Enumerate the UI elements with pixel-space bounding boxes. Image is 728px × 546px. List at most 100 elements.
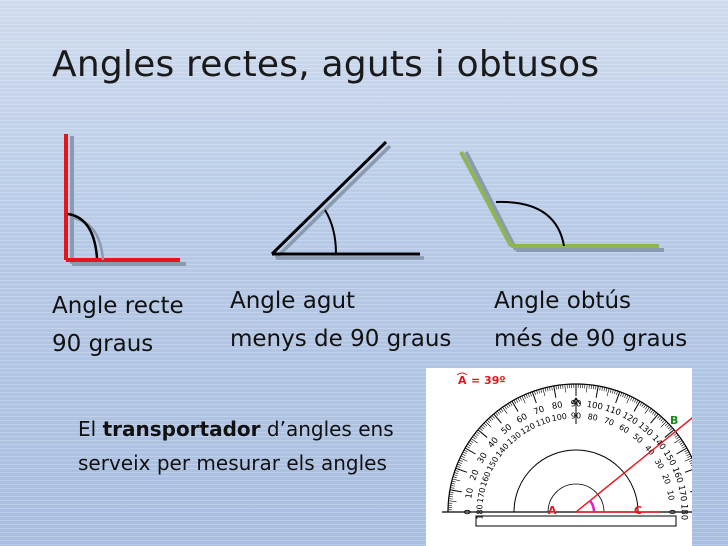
- protractor-tick: [521, 395, 526, 404]
- protractor-tick: [690, 464, 692, 466]
- measure-hat: [456, 372, 468, 376]
- protractor-tick: [635, 399, 639, 404]
- protractor-tick: [555, 385, 557, 390]
- protractor-tick: [469, 440, 474, 443]
- protractor-tick: [450, 485, 455, 487]
- protractor-tick: [507, 403, 511, 408]
- protractor-tick: [502, 406, 508, 414]
- protractor-tick: [549, 386, 551, 391]
- protractor-tick: [456, 465, 461, 468]
- protractor-tick: [633, 400, 641, 412]
- protractor-outer-label: 10: [464, 487, 476, 499]
- protractor-note: El transportador d’angles ens serveix pe…: [78, 412, 408, 480]
- acute-angle-name: Angle agut: [230, 288, 356, 314]
- protractor-tick: [652, 410, 656, 415]
- protractor-inner-label: 80: [587, 412, 599, 423]
- protractor-center-arrow: [571, 397, 581, 405]
- protractor-inner-label: 30: [653, 457, 666, 470]
- protractor-tick: [491, 415, 495, 419]
- protractor-tick: [454, 472, 459, 474]
- protractor-tick: [536, 390, 538, 395]
- protractor-tick: [544, 387, 547, 392]
- acute-angle-caption: Angle agut menys de 90 graus: [230, 282, 451, 358]
- protractor-tick: [490, 416, 494, 421]
- obtuse-angle-figure: [459, 151, 664, 252]
- protractor-tick: [506, 404, 509, 409]
- protractor-inner-label: 70: [603, 416, 616, 428]
- protractor-tick: [452, 476, 457, 479]
- protractor-tick: [667, 426, 672, 430]
- protractor-tick: [452, 478, 461, 482]
- ray-ab: [575, 417, 692, 513]
- obtuse-angle-desc: més de 90 graus: [494, 326, 688, 352]
- measure-value: = 39º: [471, 374, 506, 387]
- protractor-tick: [461, 453, 466, 456]
- protractor-tick: [458, 459, 463, 462]
- point-a-label: A: [548, 504, 557, 517]
- protractor-tick: [660, 418, 664, 422]
- protractor-tick: [472, 436, 476, 440]
- protractor-tick: [611, 389, 614, 394]
- protractor-tick: [454, 470, 459, 472]
- protractor-tick: [657, 415, 661, 419]
- protractor-tick: [542, 388, 546, 397]
- protractor-tick: [527, 393, 530, 398]
- protractor-tick: [523, 394, 526, 399]
- protractor-tick: [529, 392, 532, 397]
- protractor-tick: [493, 413, 502, 424]
- protractor-inner-label: 20: [660, 473, 672, 486]
- protractor-outer-label: 30: [476, 451, 490, 465]
- protractor-tick: [486, 419, 491, 424]
- slide-title: Angles rectes, aguts i obtusos: [52, 44, 600, 85]
- protractor-tick: [682, 445, 686, 449]
- protractor-tick: [684, 457, 692, 462]
- protractor-tick: [601, 386, 603, 391]
- protractor-tick: [511, 400, 519, 412]
- protractor-tick: [504, 405, 507, 410]
- protractor-tick: [464, 447, 476, 455]
- protractor-tick: [676, 436, 680, 440]
- protractor-tick: [603, 387, 606, 392]
- protractor-tick: [517, 397, 520, 402]
- protractor-tick: [476, 431, 480, 435]
- protractor-tick: [496, 410, 500, 415]
- note-post: d’angles ens serveix per mesurar els ang…: [78, 417, 394, 475]
- protractor-tick: [609, 388, 612, 393]
- protractor-tick: [466, 445, 470, 449]
- protractor-tick: [495, 412, 499, 416]
- protractor-tick: [626, 394, 629, 399]
- protractor-tick: [467, 443, 472, 447]
- protractor-tick: [509, 402, 513, 406]
- protractor-tick: [531, 391, 537, 404]
- protractor-outer-label: 0: [464, 509, 474, 514]
- protractor-ruler-bar: [475, 515, 677, 527]
- protractor-outer-label: 70: [532, 404, 546, 417]
- protractor-tick: [639, 402, 643, 406]
- protractor-tick: [470, 438, 478, 444]
- acute-angle-arc: [324, 209, 337, 255]
- right-angle-arc: [67, 212, 99, 259]
- protractor-inner-label: 170: [476, 487, 488, 504]
- protractor-tick: [519, 396, 522, 401]
- obtuse-angle-slanted-ray: [459, 151, 513, 247]
- protractor-outer-label: 90: [571, 400, 582, 410]
- protractor-tick: [648, 408, 652, 412]
- protractor-tick: [564, 384, 566, 393]
- acute-angle-figure: [270, 140, 424, 260]
- protractor-tick: [500, 408, 504, 412]
- protractor-tick: [479, 427, 483, 431]
- protractor-tick: [676, 447, 688, 455]
- protractor-tick: [451, 480, 456, 483]
- protractor-tick: [643, 404, 646, 409]
- right-angle-name: Angle recte: [52, 293, 184, 319]
- protractor-tick: [644, 406, 650, 414]
- protractor-tick: [477, 429, 488, 438]
- protractor-tick: [449, 493, 454, 496]
- protractor-tick: [674, 438, 682, 444]
- protractor-tick: [448, 500, 457, 502]
- protractor-tick: [538, 389, 541, 394]
- protractor-tick: [498, 409, 502, 414]
- protractor-tick: [606, 388, 610, 397]
